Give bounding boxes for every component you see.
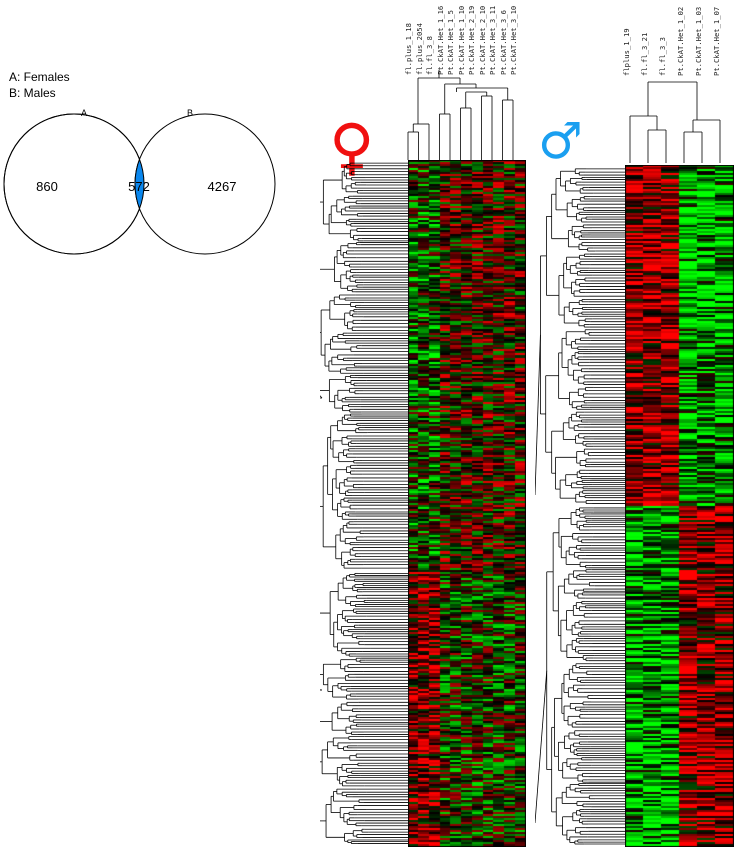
male-column-dendrogram bbox=[629, 81, 721, 163]
male-row-dendrogram bbox=[535, 168, 625, 845]
legend-males: B: Males bbox=[9, 86, 56, 100]
venn-set-label-a: A bbox=[81, 108, 87, 118]
venn-legend: A: Females B: Males bbox=[9, 69, 70, 101]
female-heatmap bbox=[408, 160, 526, 847]
dendrogram-branch bbox=[535, 334, 541, 496]
dendrogram-branch bbox=[535, 670, 548, 824]
venn-count-b-only: 4267 bbox=[208, 179, 237, 194]
venn-circle-b bbox=[134, 113, 276, 255]
female-symbol-icon: ♀ bbox=[329, 110, 375, 183]
venn-circle-a bbox=[3, 113, 145, 255]
legend-females: A: Females bbox=[9, 70, 70, 84]
venn-count-both: 572 bbox=[128, 179, 150, 194]
venn-diagram: A B 860 572 4267 bbox=[3, 108, 276, 255]
venn-overlap bbox=[134, 114, 144, 254]
male-heatmap bbox=[625, 165, 734, 847]
female-row-dendrogram bbox=[320, 162, 408, 844]
female-column-dendrogram bbox=[407, 70, 514, 160]
venn-count-a-only: 860 bbox=[36, 179, 58, 194]
male-symbol-icon: ♂ bbox=[538, 112, 583, 170]
venn-set-label-b: B bbox=[187, 108, 193, 118]
